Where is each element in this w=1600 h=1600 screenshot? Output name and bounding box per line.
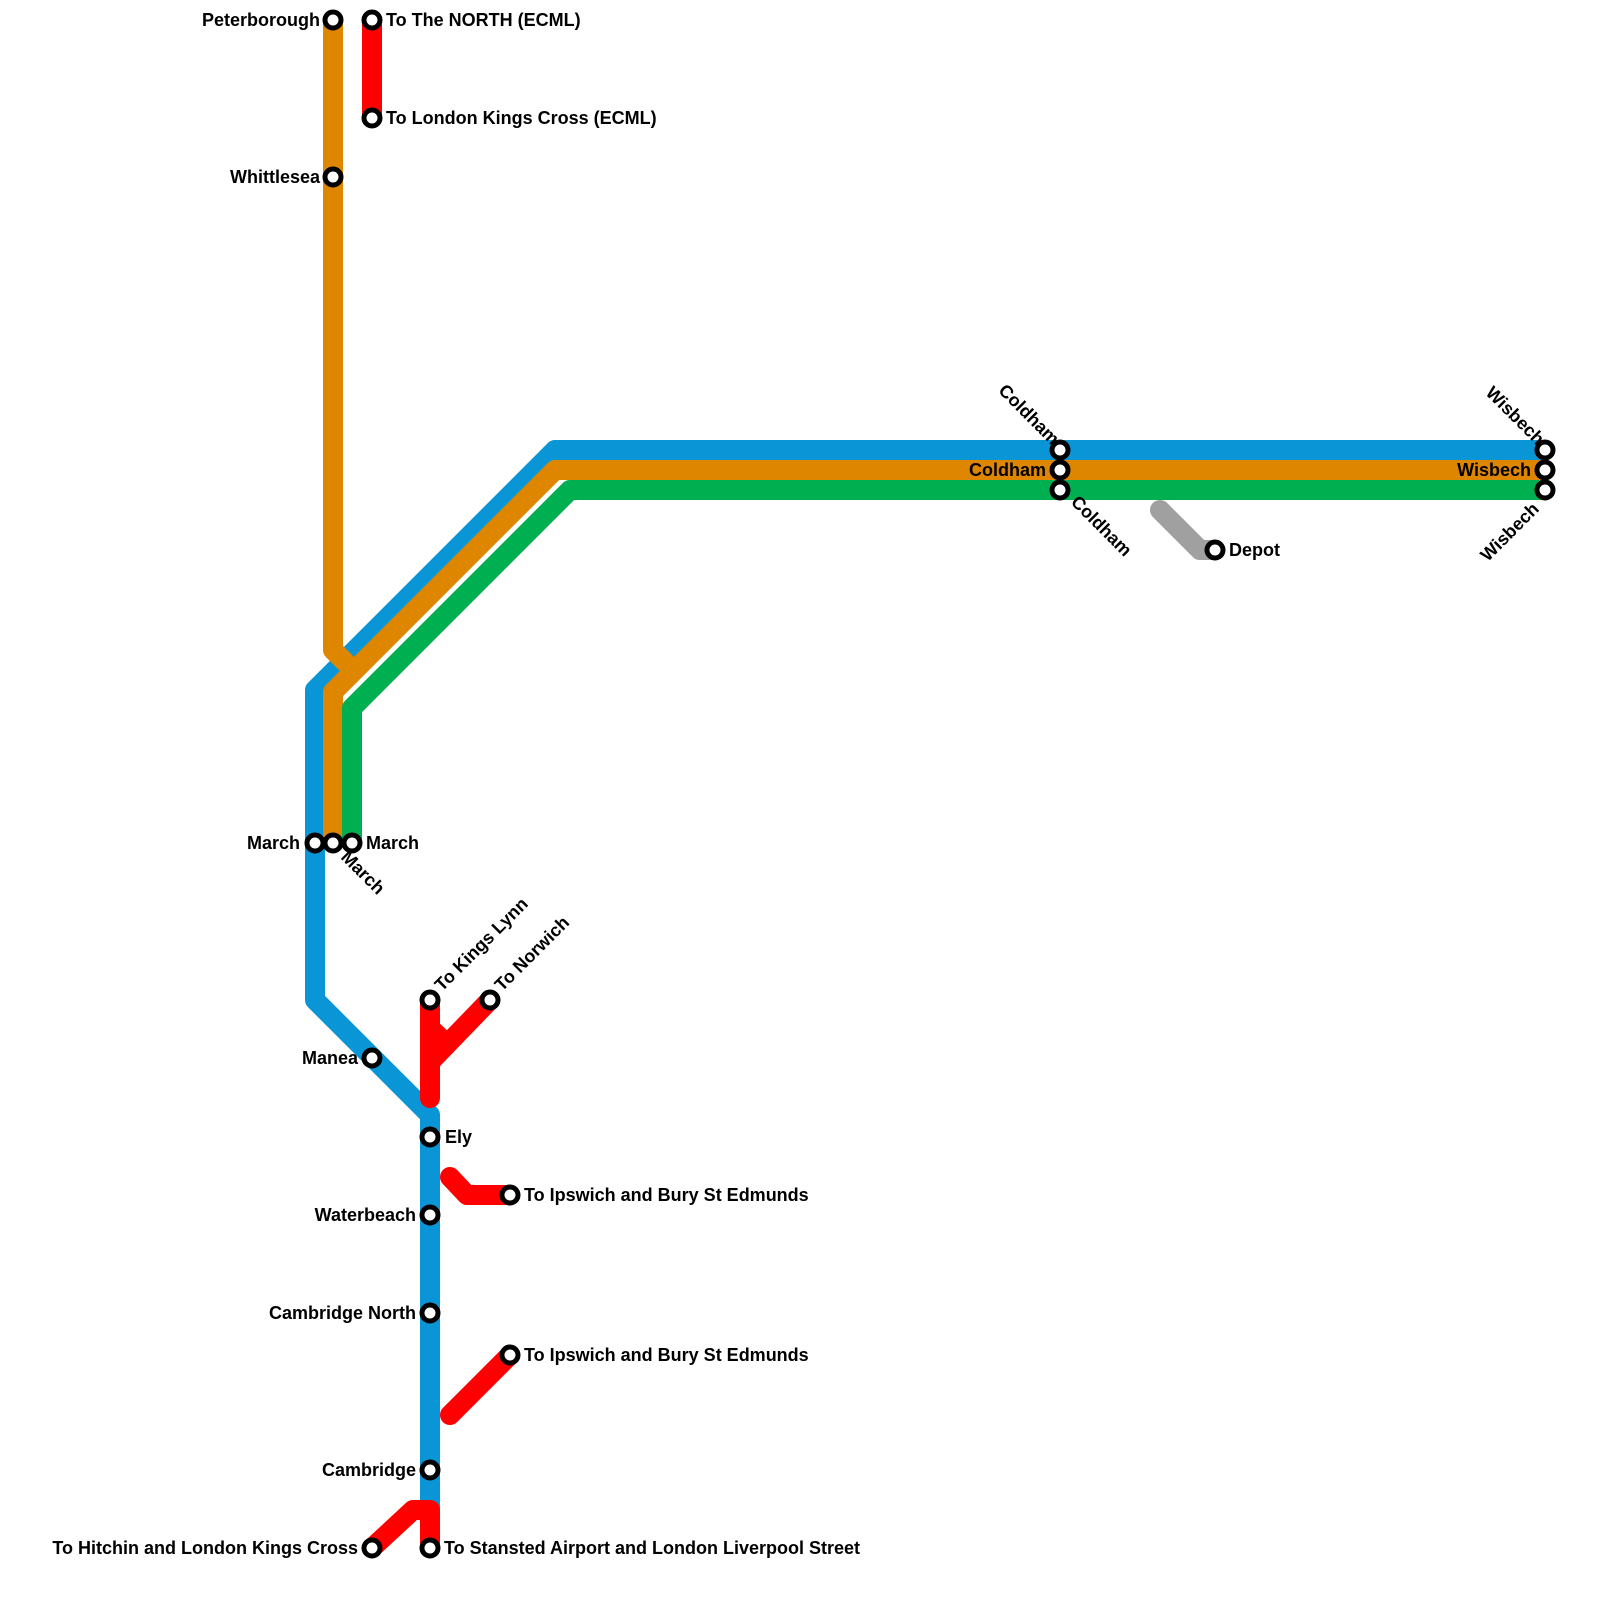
red-ipswich-link-2[interactable] <box>440 1345 520 1425</box>
station-coldham-green[interactable] <box>1049 479 1071 501</box>
label-whittlesea: Whittlesea <box>230 167 321 187</box>
route-lines <box>305 10 1555 1558</box>
orange-line-peterborough-branch[interactable] <box>323 10 355 672</box>
label-manea: Manea <box>302 1048 359 1068</box>
label-peterborough: Peterborough <box>202 10 320 30</box>
stations <box>304 9 1556 1559</box>
station-wisbech-blue[interactable] <box>1534 439 1556 461</box>
station-coldham-orange[interactable] <box>1049 459 1071 481</box>
label-coldham-orange: Coldham <box>969 460 1046 480</box>
station-to-ipswich-1[interactable] <box>499 1184 521 1206</box>
station-coldham-blue[interactable] <box>1049 439 1071 461</box>
station-peterborough[interactable] <box>322 9 344 31</box>
station-wisbech-orange[interactable] <box>1534 459 1556 481</box>
station-march-blue[interactable] <box>304 832 326 854</box>
label-waterbeach: Waterbeach <box>315 1205 416 1225</box>
label-to-kings-cross-ecml: To London Kings Cross (ECML) <box>386 108 657 128</box>
station-wisbech-green[interactable] <box>1534 479 1556 501</box>
red-ipswich-link-1[interactable] <box>440 1167 520 1205</box>
label-to-ipswich-2: To Ipswich and Bury St Edmunds <box>524 1345 809 1365</box>
station-to-north[interactable] <box>361 9 383 31</box>
label-cambridge: Cambridge <box>322 1460 416 1480</box>
label-march-green: March <box>366 833 419 853</box>
red-kings-lynn-fork[interactable] <box>420 1018 455 1052</box>
label-wisbech-orange: Wisbech <box>1457 460 1531 480</box>
station-labels: Peterborough Whittlesea To The NORTH (EC… <box>52 10 1548 1558</box>
label-march-blue: March <box>247 833 300 853</box>
station-to-stansted[interactable] <box>419 1537 441 1559</box>
station-march-orange[interactable] <box>322 832 344 854</box>
label-to-north: To The NORTH (ECML) <box>386 10 581 30</box>
station-depot[interactable] <box>1204 539 1226 561</box>
station-whittlesea[interactable] <box>322 166 344 188</box>
label-cambridge-north: Cambridge North <box>269 1303 416 1323</box>
label-coldham-blue: Coldham <box>995 380 1064 449</box>
station-to-ipswich-2[interactable] <box>499 1344 521 1366</box>
station-cambridge[interactable] <box>419 1459 441 1481</box>
station-manea[interactable] <box>361 1047 383 1069</box>
label-to-ipswich-1: To Ipswich and Bury St Edmunds <box>524 1185 809 1205</box>
label-to-hitchin: To Hitchin and London Kings Cross <box>52 1538 358 1558</box>
label-depot: Depot <box>1229 540 1280 560</box>
station-march-green[interactable] <box>341 832 363 854</box>
green-line[interactable] <box>342 480 1555 853</box>
label-ely: Ely <box>445 1127 472 1147</box>
station-to-norwich[interactable] <box>479 989 501 1011</box>
orange-line[interactable] <box>323 460 1555 853</box>
label-wisbech-green: Wisbech <box>1476 499 1542 565</box>
station-to-kings-lynn[interactable] <box>419 989 441 1011</box>
station-cambridge-north[interactable] <box>419 1302 441 1324</box>
label-coldham-green: Coldham <box>1067 492 1136 561</box>
station-ely[interactable] <box>419 1126 441 1148</box>
label-march-orange: March <box>337 847 389 899</box>
label-to-stansted: To Stansted Airport and London Liverpool… <box>444 1538 860 1558</box>
station-waterbeach[interactable] <box>419 1204 441 1226</box>
station-to-kings-cross-ecml[interactable] <box>361 107 383 129</box>
label-wisbech-blue: Wisbech <box>1482 382 1548 448</box>
station-to-hitchin[interactable] <box>361 1537 383 1559</box>
